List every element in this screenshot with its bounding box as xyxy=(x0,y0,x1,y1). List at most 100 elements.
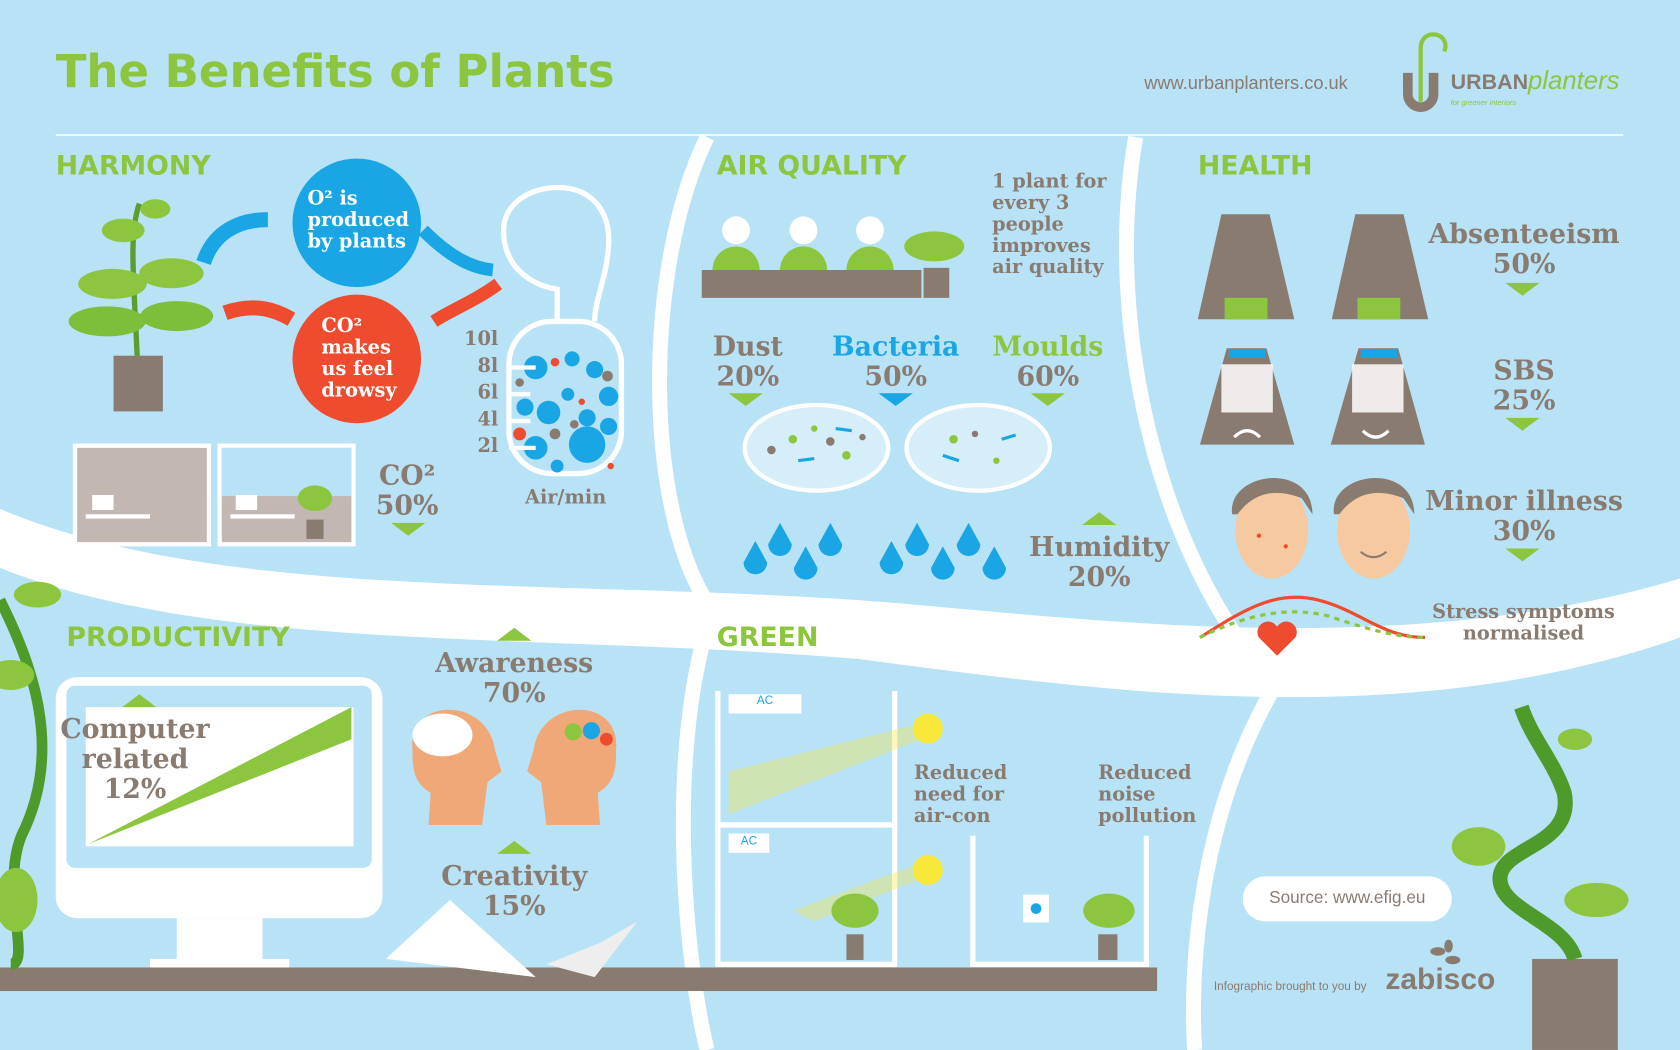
air-bubbles-icon xyxy=(516,351,619,473)
lungs-jar-icon xyxy=(506,318,625,477)
moulds-label: Moulds xyxy=(992,331,1104,363)
table-icon xyxy=(701,269,922,298)
ac-unit-icon xyxy=(728,694,802,714)
stress-curve-icon xyxy=(1199,595,1425,640)
dust-value: 20% xyxy=(716,361,780,393)
co2-bubble xyxy=(292,294,422,424)
awareness-value: 70% xyxy=(482,677,546,709)
urbanplanters-logo: URBANplanters xyxy=(1451,66,1620,96)
creativity-value: 15% xyxy=(482,890,546,922)
minor-illness-label: Minor illness xyxy=(1425,485,1623,517)
building-icon xyxy=(1197,214,1429,320)
ac-label: AC xyxy=(740,834,758,848)
minor-illness-value: 30% xyxy=(1492,515,1556,547)
absenteeism-value: 50% xyxy=(1492,248,1556,280)
plant-icon xyxy=(68,199,214,412)
logo-tagline: for greener interiors xyxy=(1450,99,1517,108)
arrow-exhale-icon xyxy=(430,278,503,327)
moulds-value: 60% xyxy=(1016,361,1080,393)
rooms-icon xyxy=(715,691,1150,967)
head-outline-icon xyxy=(500,184,612,322)
health-heading: HEALTH xyxy=(1197,149,1313,182)
computer-label: Computer related xyxy=(60,713,210,775)
page-title: The Benefits of Plants xyxy=(55,44,615,98)
sun-icon xyxy=(912,713,943,744)
air-scale: 10l 8l 6l 4l 2l xyxy=(461,327,499,463)
air-min-label: Air/min xyxy=(524,486,607,509)
zabisco-logo-mark xyxy=(1430,939,1461,965)
source-link[interactable]: Source: www.efig.eu xyxy=(1242,876,1452,922)
website-link[interactable]: www.urbanplanters.co.uk xyxy=(1144,72,1348,94)
paper-crane-icon xyxy=(546,921,638,978)
scale-tick: 8l xyxy=(477,354,499,378)
logo-brand: URBAN xyxy=(1450,70,1529,95)
arrow-inhale-icon xyxy=(418,225,494,277)
bacteria-label: Bacteria xyxy=(832,331,960,363)
heads-icon xyxy=(412,709,617,825)
green-heading: GREEN xyxy=(716,621,819,653)
creativity-label: Creativity xyxy=(441,860,588,892)
sun-icon xyxy=(912,854,943,885)
humidity-label: Humidity xyxy=(1029,531,1170,563)
faces-icon xyxy=(1231,478,1415,579)
co2-stat-value: 50% xyxy=(375,489,439,521)
large-plant-pot xyxy=(1532,958,1618,1050)
building-sbs-icon xyxy=(1199,348,1425,445)
scale-tick: 10l xyxy=(464,327,499,351)
co2-text: CO² makes us feel drowsy xyxy=(321,314,397,402)
heart-icon xyxy=(1257,621,1297,656)
large-plant-icon xyxy=(1492,704,1583,962)
growth-chart-icon xyxy=(87,707,352,845)
sbs-value: 25% xyxy=(1492,384,1556,416)
petri-dish-icon xyxy=(742,402,891,493)
logo-mark xyxy=(1402,72,1439,112)
petri-dish-icon xyxy=(904,402,1053,493)
credit-text: Infographic brought to you by xyxy=(1213,980,1367,994)
o2-bubble xyxy=(292,158,422,288)
divider-right xyxy=(1119,135,1285,1050)
dust-label: Dust xyxy=(712,331,783,363)
computer-value: 12% xyxy=(103,773,167,805)
trend-arrows xyxy=(122,282,1540,854)
bacteria-value: 50% xyxy=(864,361,928,393)
logo-brand-light: planters xyxy=(1528,66,1620,96)
absenteeism-label: Absenteeism xyxy=(1428,218,1620,250)
harmony-heading: HARMONY xyxy=(55,149,211,182)
aircon-text: Reduced need for air-con xyxy=(913,761,1008,828)
o2-text: O² is produced by plants xyxy=(307,187,410,253)
scale-tick: 6l xyxy=(477,381,499,404)
noise-text: Reduced noise pollution xyxy=(1098,761,1197,828)
awareness-label: Awareness xyxy=(435,647,594,679)
arrow-o2-icon xyxy=(196,212,269,266)
water-drops-icon xyxy=(743,522,1007,580)
scale-tick: 4l xyxy=(477,408,499,431)
scale-tick: 2l xyxy=(477,434,499,458)
shelf xyxy=(0,967,1158,992)
humidity-value: 20% xyxy=(1067,561,1131,593)
sbs-label: SBS xyxy=(1493,354,1555,386)
divider-band xyxy=(0,508,1680,698)
divider-left xyxy=(652,133,721,1050)
air-quality-heading: AIR QUALITY xyxy=(716,149,907,182)
stress-text: Stress symptoms normalised xyxy=(1432,601,1615,645)
zabisco-logo: zabisco xyxy=(1385,962,1496,996)
productivity-heading: PRODUCTIVITY xyxy=(66,621,290,653)
ac-unit-icon xyxy=(728,833,770,853)
paper-plane-icon xyxy=(385,899,536,978)
air-quality-note: 1 plant for every 3 people improves air … xyxy=(992,170,1107,279)
ac-label: AC xyxy=(756,694,774,708)
vine-icon xyxy=(0,597,48,970)
